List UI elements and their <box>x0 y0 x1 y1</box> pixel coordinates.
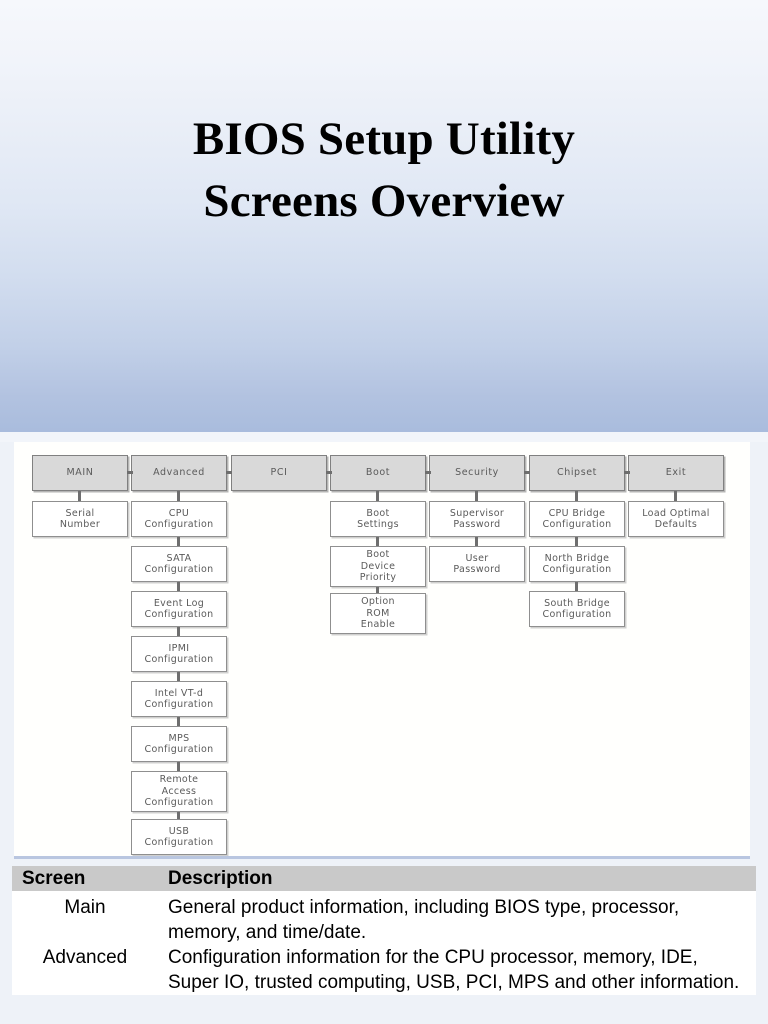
connector-security-chipset <box>524 471 530 474</box>
tree-node-security[interactable]: Security <box>429 455 525 491</box>
connector-main-serial <box>78 491 81 501</box>
tree-node-option-rom-enable[interactable]: Option ROM Enable <box>330 593 426 634</box>
tree-node-advanced[interactable]: Advanced <box>131 455 227 491</box>
tree-node-cpu-configuration[interactable]: CPU Configuration <box>131 501 227 537</box>
connector-advanced-pci <box>226 471 232 474</box>
connector-vtd-mps <box>177 717 180 726</box>
tree-node-boot-device-priority[interactable]: Boot Device Priority <box>330 546 426 587</box>
connector-sata-eventlog <box>177 582 180 591</box>
tree-node-boot-settings[interactable]: Boot Settings <box>330 501 426 537</box>
table-header-screen: Screen <box>22 868 86 889</box>
connector-eventlog-ipmi <box>177 627 180 636</box>
tree-node-mps-configuration[interactable]: MPS Configuration <box>131 726 227 762</box>
bios-screen-tree-diagram: MAIN Advanced PCI Boot Security Chipset … <box>14 442 750 858</box>
connector-cpubridge-northbridge <box>575 537 578 546</box>
connector-remote-usb <box>177 812 180 819</box>
tree-node-load-optimal-defaults[interactable]: Load Optimal Defaults <box>628 501 724 537</box>
connector-boot-bootsettings <box>376 491 379 501</box>
connector-bootdevice-optionrom <box>376 587 379 593</box>
tree-node-remote-access-configuration[interactable]: Remote Access Configuration <box>131 771 227 812</box>
screen-description-table: Screen Description Main General product … <box>12 866 756 995</box>
tree-node-user-password[interactable]: User Password <box>429 546 525 582</box>
tree-node-main[interactable]: MAIN <box>32 455 128 491</box>
table-cell-description: General product information, including B… <box>168 897 680 943</box>
diagram-panel-shadow <box>14 856 750 859</box>
connector-mps-remote <box>177 762 180 771</box>
tree-node-south-bridge-configuration[interactable]: South Bridge Configuration <box>529 591 625 627</box>
page-title: BIOS Setup Utility Screens Overview <box>0 108 768 232</box>
tree-node-sata-configuration[interactable]: SATA Configuration <box>131 546 227 582</box>
tree-node-pci[interactable]: PCI <box>231 455 327 491</box>
connector-exit-loaddefaults <box>674 491 677 501</box>
tree-node-supervisor-password[interactable]: Supervisor Password <box>429 501 525 537</box>
connector-chipset-exit <box>624 471 630 474</box>
connector-boot-security <box>425 471 431 474</box>
connector-pci-boot <box>326 471 332 474</box>
connector-northbridge-southbridge <box>575 582 578 591</box>
tree-node-boot[interactable]: Boot <box>330 455 426 491</box>
tree-node-north-bridge-configuration[interactable]: North Bridge Configuration <box>529 546 625 582</box>
connector-cpu-sata <box>177 537 180 546</box>
title-line-2: Screens Overview <box>203 175 565 227</box>
tree-node-intel-vtd-configuration[interactable]: Intel VT-d Configuration <box>131 681 227 717</box>
tree-node-ipmi-configuration[interactable]: IPMI Configuration <box>131 636 227 672</box>
table-cell-screen: Main <box>64 897 106 918</box>
table-row: Main General product information, includ… <box>12 891 756 945</box>
connector-main-advanced <box>127 471 133 474</box>
table-header-row: Screen Description <box>12 866 756 891</box>
connector-bootsettings-bootdevice <box>376 537 379 546</box>
title-line-1: BIOS Setup Utility <box>192 113 576 165</box>
tree-node-exit[interactable]: Exit <box>628 455 724 491</box>
connector-security-supervisor <box>475 491 478 501</box>
slide-background: BIOS Setup Utility Screens Overview <box>0 0 768 432</box>
connector-advanced-cpu <box>177 491 180 501</box>
tree-node-event-log-configuration[interactable]: Event Log Configuration <box>131 591 227 627</box>
connector-chipset-cpubridge <box>575 491 578 501</box>
table-header-description: Description <box>168 868 273 889</box>
connector-ipmi-vtd <box>177 672 180 681</box>
tree-node-chipset[interactable]: Chipset <box>529 455 625 491</box>
tree-node-serial-number[interactable]: Serial Number <box>32 501 128 537</box>
connector-supervisor-user <box>475 537 478 546</box>
table-cell-screen: Advanced <box>42 947 128 968</box>
table-row: Advanced Configuration information for t… <box>12 945 756 995</box>
table-cell-description: Configuration information for the CPU pr… <box>168 947 740 993</box>
tree-node-cpu-bridge-configuration[interactable]: CPU Bridge Configuration <box>529 501 625 537</box>
tree-node-usb-configuration[interactable]: USB Configuration <box>131 819 227 855</box>
slide-divider-band <box>0 432 768 442</box>
